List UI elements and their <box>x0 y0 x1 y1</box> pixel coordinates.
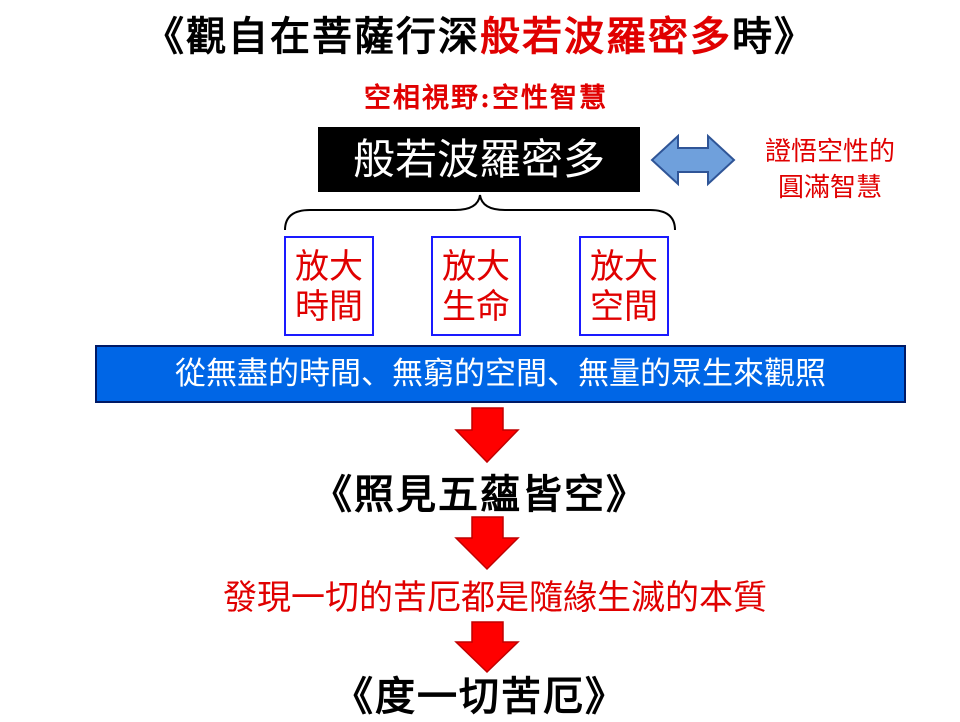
step-discover: 發現一切的苦厄都是隨緣生滅的本質 <box>223 578 767 618</box>
down-arrow-icon-2 <box>454 516 520 571</box>
title-highlight: 般若波羅密多 <box>480 13 732 60</box>
down-arrow-icon-1 <box>454 407 520 464</box>
title-part-1: 觀自在菩薩行深 <box>186 13 480 60</box>
side-note-line-1: 證悟空性的 <box>764 137 895 167</box>
observation-bar: 從無盡的時間、無窮的空間、無量的眾生來觀照 <box>95 345 906 403</box>
title-part-2: 時 <box>732 13 774 60</box>
title-close-bracket: 》 <box>774 13 816 60</box>
down-arrow-icon-3 <box>454 621 520 674</box>
side-note: 證悟空性的 圓滿智慧 <box>735 134 925 206</box>
step-illuminate: 《照見五蘊皆空》 <box>312 471 648 518</box>
expand-life-line-2: 生命 <box>442 287 510 327</box>
core-concept-box: 般若波羅密多 <box>318 127 640 192</box>
expand-time-line-2: 時間 <box>295 287 363 327</box>
subtitle: 空相視野:空性智慧 <box>364 83 608 114</box>
expand-time-box: 放大 時間 <box>284 236 374 336</box>
expand-time-line-1: 放大 <box>295 247 363 287</box>
double-arrow-icon <box>650 133 736 187</box>
expand-space-box: 放大 空間 <box>579 236 669 336</box>
page-title: 《觀自在菩薩行深般若波羅密多時》 <box>0 4 960 62</box>
curly-brace <box>284 194 676 231</box>
title-open-bracket: 《 <box>144 13 186 60</box>
expand-space-line-1: 放大 <box>590 247 658 287</box>
step-transcend: 《度一切苦厄》 <box>333 673 627 720</box>
expand-life-line-1: 放大 <box>442 247 510 287</box>
side-note-line-2: 圓滿智慧 <box>777 173 882 203</box>
expand-space-line-2: 空間 <box>590 287 658 327</box>
expand-life-box: 放大 生命 <box>431 236 521 336</box>
